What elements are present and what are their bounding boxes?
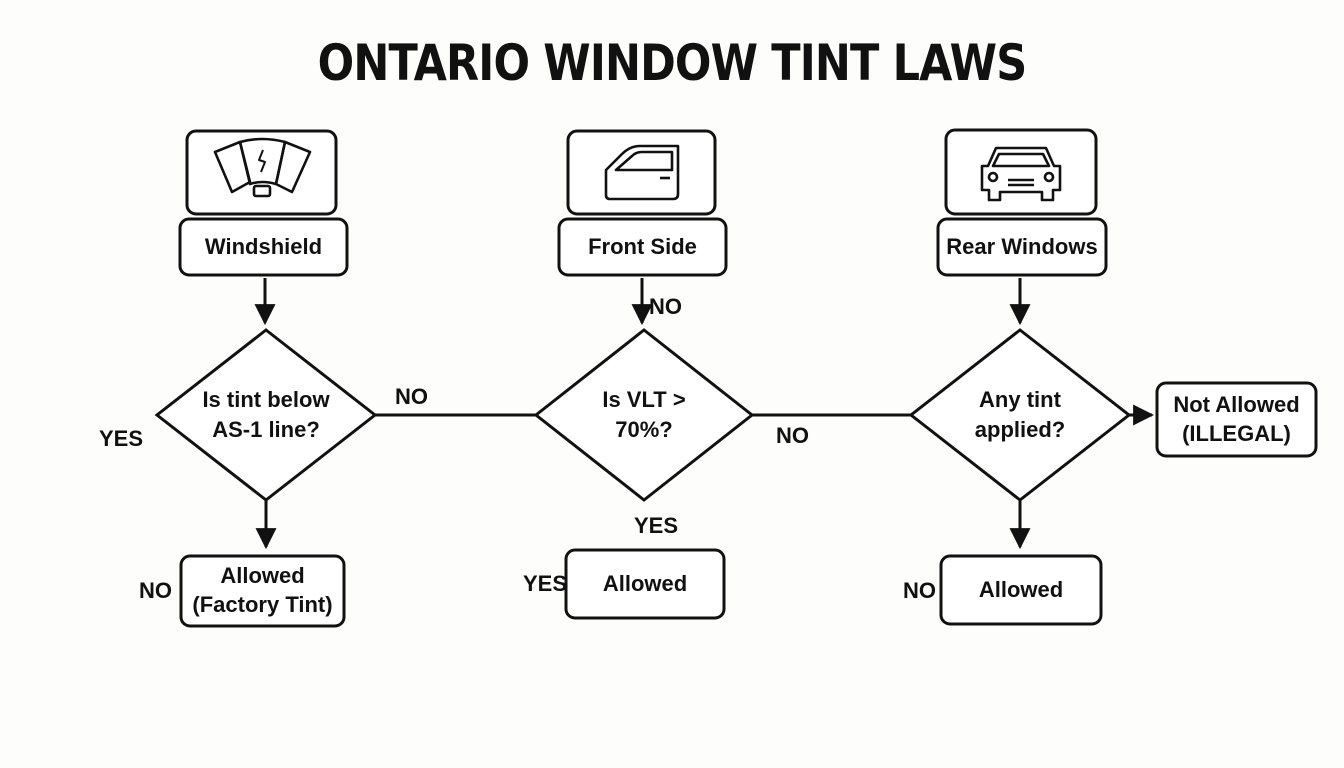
- windshield-question-line1: Is tint below: [202, 387, 330, 413]
- windshield-outcome-no-label: NO: [139, 578, 172, 603]
- front-side-decision-diamond: [533, 328, 755, 502]
- front-side-question: Is VLT > 70%?: [564, 380, 724, 450]
- windshield-category-box: [178, 217, 349, 277]
- front-side-question-line1: Is VLT >: [602, 387, 686, 413]
- windshield-icon: [213, 137, 312, 198]
- rear-category-box: [936, 217, 1108, 277]
- rear-question-line1: Any tint: [979, 387, 1061, 413]
- front-side-category-label: Front Side: [588, 234, 697, 260]
- front-side-no-label: NO: [776, 423, 809, 448]
- windshield-yes-label: YES: [99, 426, 144, 451]
- rear-illegal-box: [1155, 381, 1318, 458]
- rear-question: Any tint applied?: [940, 380, 1100, 450]
- windshield-outcome-box: [179, 554, 346, 628]
- windshield-category-label: Windshield: [204, 234, 323, 260]
- front-side-icon-box: [566, 129, 717, 216]
- front-side-category-box: [557, 217, 728, 277]
- front-side-outcome: Allowed: [602, 571, 688, 597]
- windshield-question-line2: AS-1 line?: [212, 417, 320, 442]
- rear-question-line2: applied?: [974, 417, 1066, 442]
- page-title: ONTARIO WINDOW TINT LAWS: [317, 34, 1028, 92]
- windshield-question: Is tint below AS-1 line?: [186, 380, 346, 450]
- windshield-outcome-line2: (Factory Tint): [192, 592, 333, 617]
- rear-category-label: Rear Windows: [946, 234, 1098, 260]
- rear-icon-box: [944, 128, 1098, 216]
- windshield-icon-box: [185, 129, 338, 216]
- front-side-question-line2: 70%?: [615, 417, 673, 442]
- windshield-outcome-line1: Allowed: [220, 563, 305, 589]
- rear-illegal-outcome: Not Allowed (ILLEGAL): [1157, 383, 1316, 456]
- windshield-no-label: NO: [395, 384, 428, 409]
- car-front-icon: [980, 146, 1062, 202]
- rear-outcome-no-label: NO: [903, 578, 936, 603]
- front-side-yes-label: YES: [634, 513, 679, 538]
- rear-outcome-box: [939, 554, 1103, 626]
- front-side-top-no-label: NO: [649, 294, 682, 319]
- front-side-outcome-box: [564, 548, 726, 620]
- windshield-outcome: Allowed (Factory Tint): [181, 556, 344, 626]
- front-side-outcome-yes-label: YES: [523, 571, 568, 596]
- rear-illegal-line2: (ILLEGAL): [1182, 420, 1291, 446]
- car-door-icon: [604, 144, 680, 201]
- rear-outcome: Allowed: [978, 577, 1064, 603]
- rear-illegal-line1: Not Allowed: [1173, 391, 1300, 417]
